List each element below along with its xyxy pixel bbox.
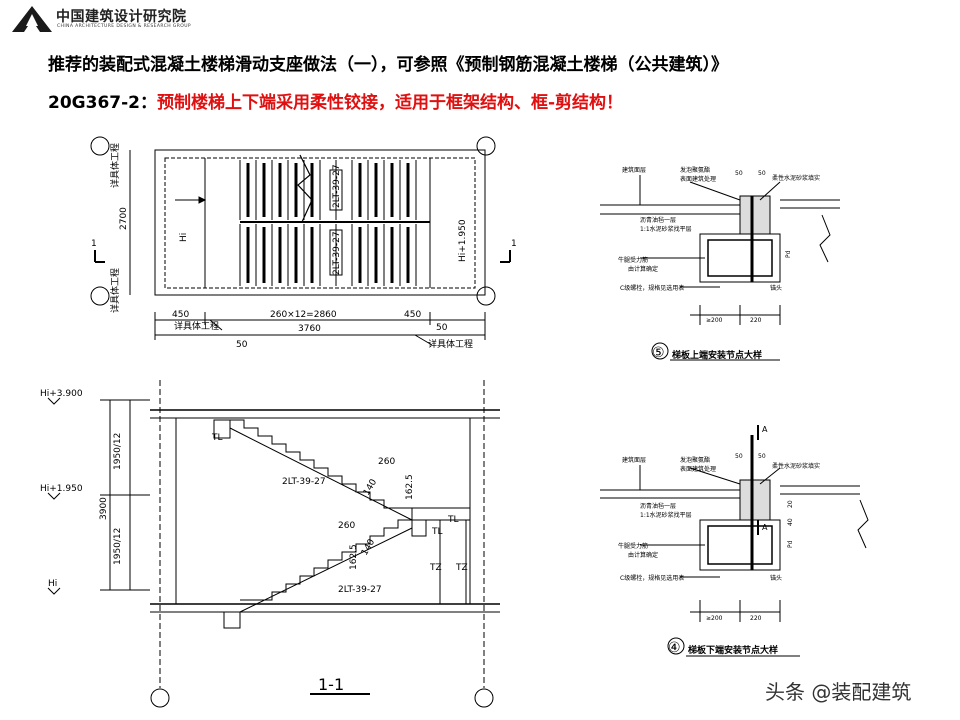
detail-label: 柔性水泥砂浆填实	[772, 462, 820, 470]
detail-label: 1:1水泥砂浆找平层	[640, 511, 692, 519]
header-bar: 中国建筑设计研究院 CHINA ARCHITECTURE DESIGN & RE…	[0, 0, 960, 38]
section-mark: A	[762, 425, 768, 434]
detail-lower	[600, 425, 869, 657]
column-label: TZ	[429, 563, 442, 573]
detail-label: 沥青油毡一层	[640, 502, 676, 510]
stair-code: 2LT-39-27	[338, 585, 382, 595]
detail-label: 牛腿受力筋	[618, 542, 648, 550]
section-mark: 1	[511, 239, 517, 249]
dim-label: 50	[758, 170, 766, 177]
axis-circle	[150, 688, 170, 708]
dim-label: 40	[787, 518, 794, 526]
dim-label: ≥200	[706, 615, 723, 622]
dim-label: 450	[404, 310, 421, 320]
level-mark: Hi	[179, 233, 189, 242]
level-mark: Hi+1.950	[40, 484, 83, 494]
detail-caption: 梯板下端安装节点大样	[688, 644, 778, 656]
column-label: TZ	[455, 563, 468, 573]
highlight-text: 预制楼梯上下端采用柔性铰接，适用于框架结构、框-剪结构！	[156, 93, 624, 113]
detail-label: 锚头	[770, 574, 782, 582]
dim-label: 220	[750, 317, 762, 324]
detail-label: 锚头	[770, 284, 782, 292]
dim-label: 1950/12	[113, 433, 123, 470]
plan-note: 详具体工程	[109, 143, 121, 188]
beam-label: TL	[211, 433, 223, 443]
detail-label: 表面建筑处理	[680, 465, 716, 473]
dim-label: 260	[378, 457, 395, 467]
dim-label: 260	[338, 521, 355, 531]
logo-text: 中国建筑设计研究院	[56, 9, 187, 25]
dim-label: 162.5	[405, 474, 415, 500]
dim-label: 50	[436, 323, 448, 333]
section-mark: A	[762, 523, 768, 532]
dim-label: 140	[362, 477, 379, 497]
axis-circle	[476, 286, 496, 306]
code-label: 20G367-2：	[48, 93, 157, 113]
stair-plan	[90, 136, 511, 346]
dim-label: 450	[172, 310, 189, 320]
axis-circle	[474, 688, 494, 708]
stair-code: 2LT-39-27	[332, 231, 342, 275]
beam-label: TL	[447, 515, 459, 525]
detail-label: 沥青油毡一层	[640, 216, 676, 224]
stair-code: 2LT-39-27	[332, 164, 342, 208]
detail-label: C级螺栓，规格见选用表	[620, 284, 684, 292]
axis-circle	[90, 136, 110, 156]
dim-label: 162.5	[349, 544, 359, 570]
dim-label: 50	[758, 453, 766, 460]
detail-caption: 梯板上端安装节点大样	[672, 349, 762, 361]
dim-label: Pd	[785, 250, 792, 258]
logo-icon	[12, 6, 52, 32]
page-title: 推荐的装配式混凝土楼梯滑动支座做法（一），可参照《预制钢筋混凝土楼梯（公共建筑）…	[48, 55, 728, 75]
section-mark: 1	[91, 239, 97, 249]
section-title: 1-1	[318, 675, 344, 694]
detail-label: 柔性水泥砂浆填实	[772, 174, 820, 182]
dim-label: 20	[787, 500, 794, 508]
detail-label: 牛腿受力筋	[618, 256, 648, 264]
dim-label: 140	[360, 537, 377, 557]
axis-circle	[476, 136, 496, 156]
dim-label: ≥200	[706, 317, 723, 324]
detail-number: ⑤	[652, 345, 665, 361]
dim-label: 220	[750, 615, 762, 622]
detail-upper	[600, 175, 840, 361]
dim-label: 260×12=2860	[270, 310, 337, 320]
stair-section	[47, 380, 500, 708]
logo-subtext: CHINA ARCHITECTURE DESIGN & RESEARCH GRO…	[57, 24, 192, 29]
detail-label: 由计算确定	[628, 551, 658, 559]
level-mark: Hi+1.950	[458, 219, 468, 262]
detail-label: 发泡聚氨酯	[680, 456, 710, 464]
page-subtitle: 20G367-2：预制楼梯上下端采用柔性铰接，适用于框架结构、框-剪结构！	[48, 88, 623, 113]
beam-label: TL	[431, 527, 443, 537]
stair-code: 2LT-39-27	[282, 477, 326, 487]
level-mark: Hi	[48, 579, 57, 589]
detail-label: 建筑面层	[622, 456, 646, 464]
detail-label: 表面建筑处理	[680, 175, 716, 183]
detail-label: C级螺栓，规格见选用表	[620, 574, 684, 582]
axis-circle	[90, 286, 110, 306]
plan-note: 详具体工程	[174, 320, 219, 332]
detail-number: ④	[668, 640, 681, 656]
detail-label: 由计算确定	[628, 265, 658, 273]
plan-note: 详具体工程	[109, 268, 121, 313]
dim-label: 1950/12	[113, 528, 123, 565]
detail-label: 1:1水泥砂浆找平层	[640, 225, 692, 233]
detail-label: 发泡聚氨酯	[680, 166, 710, 174]
dim-label: 50	[735, 170, 743, 177]
level-mark: Hi+3.900	[40, 389, 83, 399]
dim-label: 50	[236, 340, 248, 350]
plan-note: 详具体工程	[428, 338, 473, 350]
dim-label: 3760	[298, 324, 321, 334]
dim-label: 3900	[99, 497, 109, 520]
detail-label: 建筑面层	[622, 166, 646, 174]
watermark: 头条 @装配建筑	[765, 680, 912, 704]
dim-label: 50	[735, 453, 743, 460]
dim-label: Pd	[787, 540, 794, 548]
dim-label: 2700	[119, 207, 129, 230]
